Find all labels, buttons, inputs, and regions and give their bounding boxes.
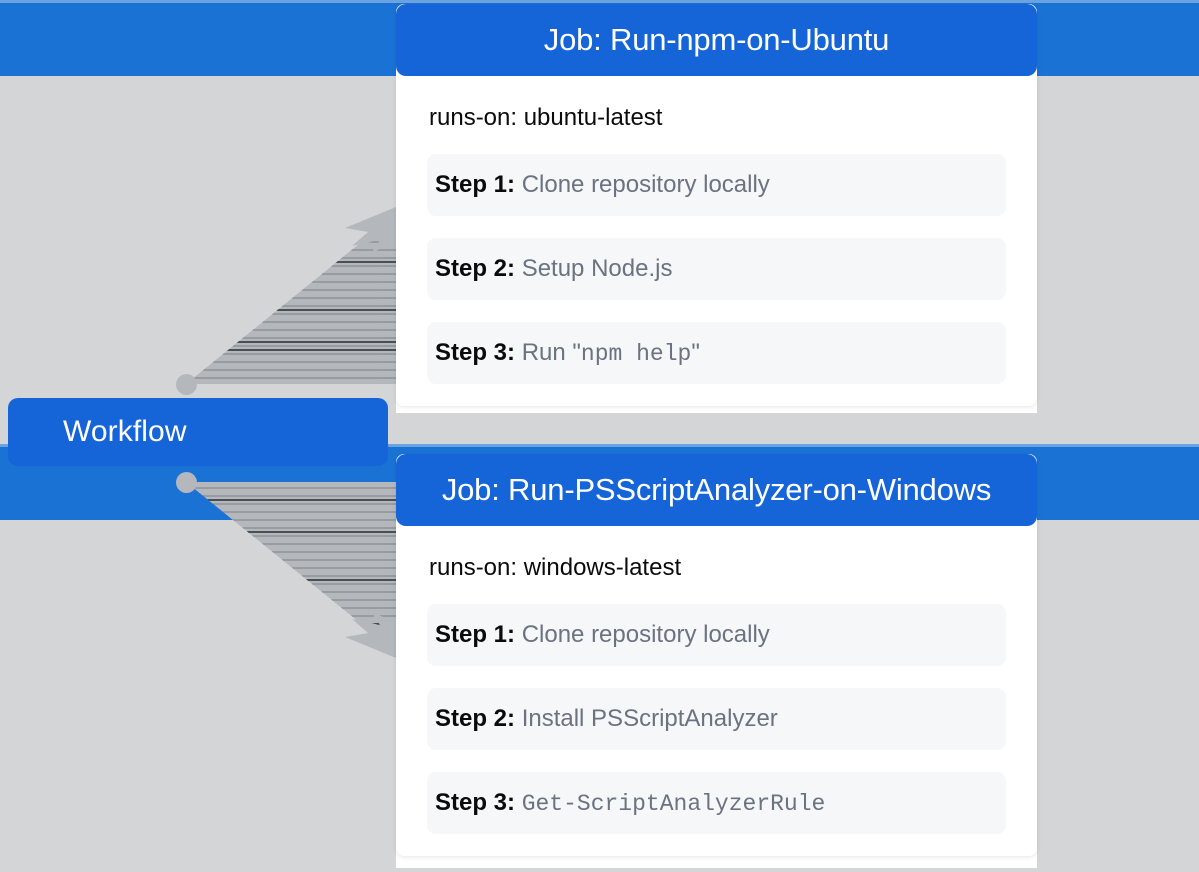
step-label: Step 2:	[435, 255, 522, 282]
step-text: Setup Node.js	[522, 255, 673, 283]
step-row[interactable]: Step 2: Install PSScriptAnalyzer	[427, 688, 1006, 750]
step-text-code: Get-ScriptAnalyzerRule	[521, 791, 826, 817]
step-row[interactable]: Step 3: Get-ScriptAnalyzerRule	[427, 772, 1006, 834]
step-text: Get-ScriptAnalyzerRule	[522, 789, 826, 817]
step-label: Step 3:	[435, 789, 522, 816]
runs-on-label: runs-on: windows-latest	[429, 554, 682, 581]
edge-to-job-1	[186, 214, 396, 384]
workflow-root-label: Workflow	[63, 415, 187, 448]
step-label: Step 2:	[435, 705, 522, 732]
band-highlight-top	[0, 0, 1199, 3]
job-header[interactable]: Job: Run-PSScriptAnalyzer-on-Windows	[396, 454, 1037, 526]
step-text: Clone repository locally	[522, 171, 770, 199]
step-text-plain: Clone repository locally	[521, 621, 770, 648]
job-header[interactable]: Job: Run-npm-on-Ubuntu	[396, 4, 1037, 76]
step-row[interactable]: Step 1: Clone repository locally	[427, 604, 1006, 666]
step-row[interactable]: Step 1: Clone repository locally	[427, 154, 1006, 216]
arrowhead-job-1	[345, 207, 396, 252]
step-label: Step 1:	[435, 621, 522, 648]
job-card[interactable]: Job: Run-npm-on-Ubuntu runs-on: ubuntu-l…	[396, 4, 1037, 406]
step-row[interactable]: Step 2: Setup Node.js	[427, 238, 1006, 300]
connector-dot-job-2[interactable]	[176, 472, 197, 493]
step-label: Step 3:	[435, 339, 522, 366]
step-text: Run "npm help"	[522, 339, 700, 367]
step-text-plain: Clone repository locally	[521, 171, 770, 198]
step-text: Install PSScriptAnalyzer	[522, 705, 778, 733]
step-text-plain: Run "	[521, 339, 581, 366]
runs-on-label: runs-on: ubuntu-latest	[429, 104, 663, 131]
workflow-root-node[interactable]: Workflow	[8, 398, 388, 466]
step-text-plain: Install PSScriptAnalyzer	[521, 705, 778, 732]
step-text-plain: Setup Node.js	[521, 255, 673, 282]
job-card[interactable]: Job: Run-PSScriptAnalyzer-on-Windows run…	[396, 454, 1037, 856]
job-title: Job: Run-PSScriptAnalyzer-on-Windows	[441, 472, 992, 507]
connector-dot-job-1[interactable]	[176, 374, 197, 395]
job-title: Job: Run-npm-on-Ubuntu	[543, 22, 890, 57]
arrowhead-job-2	[345, 613, 396, 658]
band-highlight-bottom	[0, 444, 1199, 447]
job-body: runs-on: windows-latest Step 1: Clone re…	[396, 526, 1037, 856]
step-label: Step 1:	[435, 171, 522, 198]
step-row[interactable]: Step 3: Run "npm help"	[427, 322, 1006, 384]
step-text-plain-tail: "	[691, 339, 700, 366]
step-text: Clone repository locally	[522, 621, 770, 649]
job-body: runs-on: ubuntu-latest Step 1: Clone rep…	[396, 76, 1037, 406]
step-text-code: npm help	[580, 341, 692, 367]
